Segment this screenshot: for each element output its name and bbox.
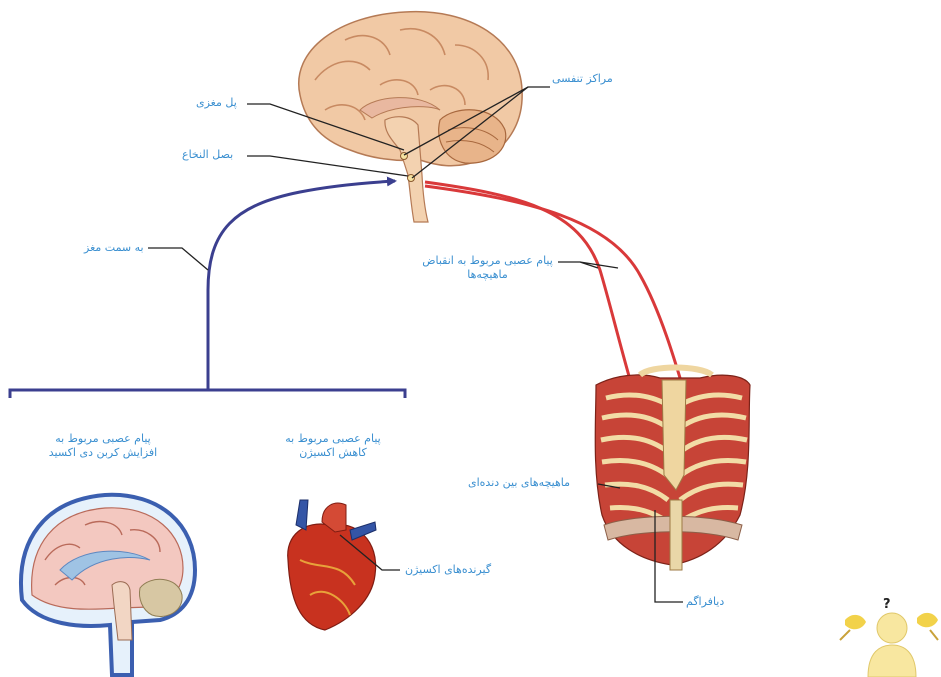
pons-label: پل مغزی: [196, 96, 237, 110]
respiratory-centers-label: مراکز تنفسی: [552, 72, 613, 86]
o2-signal-line1: پیام عصبی مربوط به: [278, 432, 388, 446]
brain-sagittal-illustration: [21, 495, 195, 675]
co2-signal-label: پیام عصبی مربوط به افزایش کربن دی اکسید: [38, 432, 168, 460]
intercostal-muscles-label: ماهیچه‌های بین دنده‌ای: [468, 476, 570, 490]
o2-signal-line2: کاهش اکسیژن: [278, 446, 388, 460]
muscle-signal-leader: [558, 262, 618, 268]
brain-illustration: [299, 12, 522, 222]
help-mark: ?: [883, 597, 891, 612]
medulla-label: بصل النخاع: [182, 148, 233, 162]
oxygen-receptors-label: گیرنده‌های اکسیژن: [405, 563, 491, 577]
co2-signal-line1: پیام عصبی مربوط به: [38, 432, 168, 446]
diaphragm-label: دیافراگم: [686, 595, 724, 609]
rib-cage-illustration: [595, 368, 750, 571]
to-brain-leader: [148, 248, 208, 270]
heart-illustration: [288, 500, 376, 630]
help-figure-icon: [840, 613, 938, 677]
to-brain-label: به سمت مغز: [84, 241, 144, 255]
co2-signal-line2: افزایش کربن دی اکسید: [38, 446, 168, 460]
muscle-signal-line2: ماهیچه‌ها: [420, 268, 555, 282]
afferent-pathway: [10, 181, 405, 398]
muscle-signal-label: پیام عصبی مربوط به انقباض ماهیچه‌ها: [420, 254, 555, 282]
o2-signal-label: پیام عصبی مربوط به کاهش اکسیژن: [278, 432, 388, 460]
muscle-signal-line1: پیام عصبی مربوط به انقباض: [420, 254, 555, 268]
